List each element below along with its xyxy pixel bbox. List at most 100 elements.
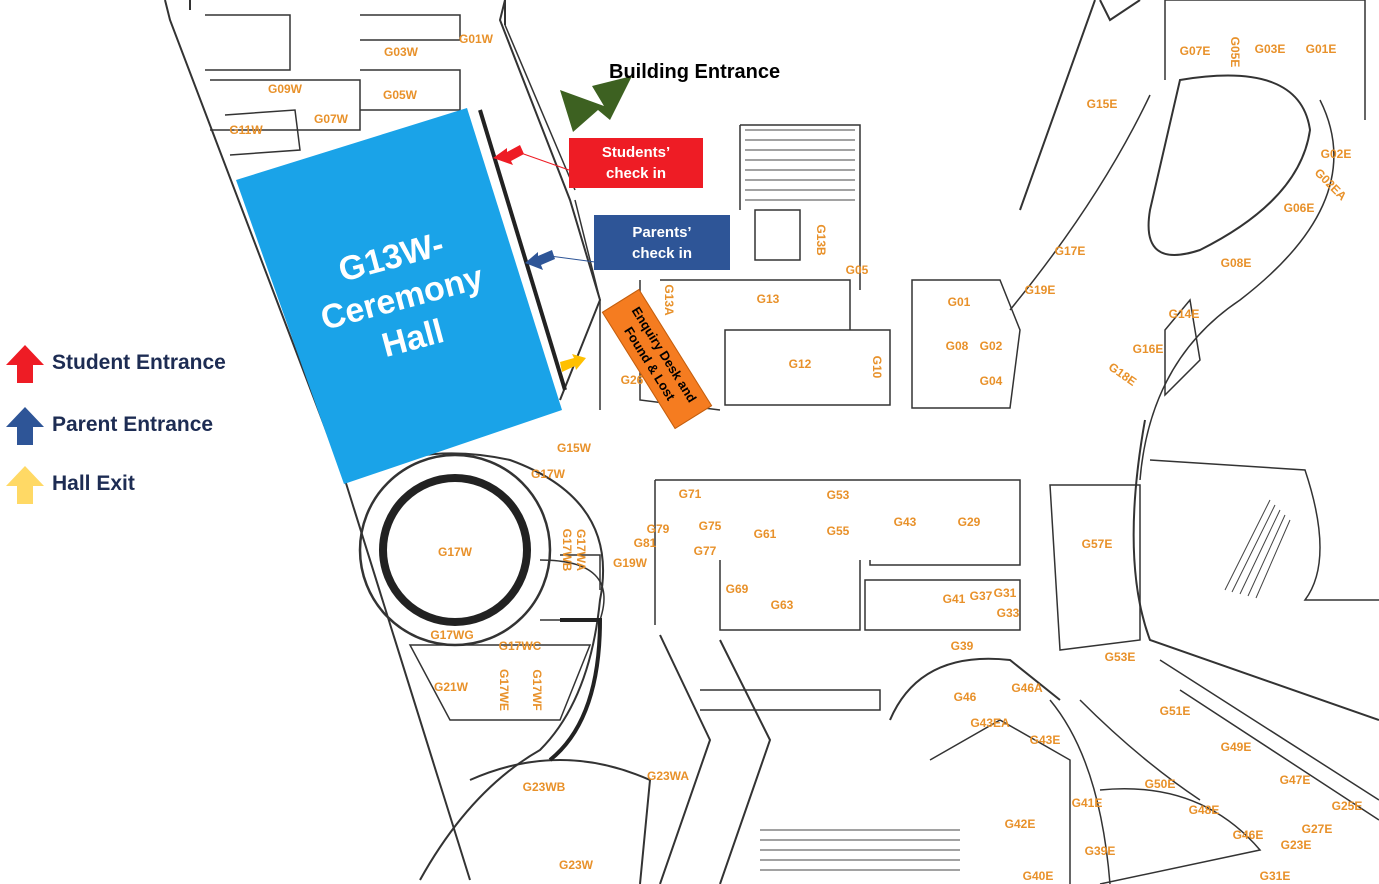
room-label-g12: G12 bbox=[789, 357, 812, 371]
room-label-g23e: G23E bbox=[1281, 838, 1312, 852]
room-label-g49e: G49E bbox=[1221, 740, 1252, 754]
room-label-g55: G55 bbox=[827, 524, 850, 538]
room-label-g03w: G03W bbox=[384, 45, 419, 59]
hall-exit-arrow bbox=[560, 354, 586, 372]
room-label-g17wa: G17WA bbox=[574, 529, 588, 571]
room-label-g51e: G51E bbox=[1160, 704, 1191, 718]
building-entrance-label: Building Entrance bbox=[609, 61, 781, 83]
room-label-g57e: G57E bbox=[1082, 537, 1113, 551]
room-label-g40e: G40E bbox=[1023, 869, 1054, 883]
room-label-g01w: G01W bbox=[459, 32, 494, 46]
room-label-g53e: G53E bbox=[1105, 650, 1136, 664]
room-label-g46: G46 bbox=[954, 690, 977, 704]
room-label-g11w: G11W bbox=[229, 123, 263, 137]
room-label-g27e: G27E bbox=[1302, 822, 1333, 836]
red-arrow-icon bbox=[6, 345, 44, 383]
legend-label: Hall Exit bbox=[52, 472, 135, 495]
parents-checkin-label: Parents’ check in bbox=[631, 223, 693, 262]
parent-checkin-pointer bbox=[549, 255, 596, 263]
room-label-g39e: G39E bbox=[1085, 844, 1116, 858]
room-label-g33: G33 bbox=[997, 606, 1020, 620]
room-label-g15e: G15E bbox=[1087, 97, 1118, 111]
room-label-g17w-auditorium: G17W bbox=[438, 545, 473, 559]
room-label-g23w: G23W bbox=[559, 858, 594, 872]
room-label-g13b: G13B bbox=[814, 224, 828, 256]
room-label-g04: G04 bbox=[980, 374, 1003, 388]
room-label-g77: G77 bbox=[694, 544, 717, 558]
room-label-g81: G81 bbox=[634, 536, 657, 550]
room-label-g41e: G41E bbox=[1072, 796, 1103, 810]
room-label-g05e: G05E bbox=[1228, 37, 1242, 68]
parents-checkin-callout: Parents’ check in bbox=[594, 215, 730, 270]
room-label-g50e: G50E bbox=[1145, 777, 1176, 791]
room-label-g17e: G17E bbox=[1055, 244, 1086, 258]
room-label-g02ea: G02EA bbox=[1312, 166, 1350, 204]
room-label-g13: G13 bbox=[757, 292, 780, 306]
room-label-g79: G79 bbox=[647, 522, 670, 536]
room-label-g39: G39 bbox=[951, 639, 974, 653]
room-label-g69: G69 bbox=[726, 582, 749, 596]
room-label-g41: G41 bbox=[943, 592, 966, 606]
room-label-g43e: G43E bbox=[1030, 733, 1061, 747]
room-label-g17w: G17W bbox=[531, 467, 566, 481]
legend-label: Parent Entrance bbox=[52, 413, 214, 436]
room-label-g13a: G13A bbox=[662, 284, 676, 316]
room-label-g01: G01 bbox=[948, 295, 971, 309]
ceremony-hall bbox=[236, 108, 562, 484]
student-checkin-pointer bbox=[517, 151, 570, 171]
room-label-g09w: G09W bbox=[268, 82, 303, 96]
room-label-g23wa: G23WA bbox=[647, 769, 689, 783]
room-label-g71: G71 bbox=[679, 487, 702, 501]
room-label-g19w: G19W bbox=[613, 556, 648, 570]
students-checkin-label: Students’ check in bbox=[601, 144, 671, 182]
room-label-g37: G37 bbox=[970, 589, 993, 603]
room-label-g15w: G15W bbox=[557, 441, 592, 455]
room-label-g75: G75 bbox=[699, 519, 722, 533]
room-label-g31e: G31E bbox=[1260, 869, 1291, 883]
building-walls bbox=[164, 0, 1379, 884]
room-label-g01e: G01E bbox=[1306, 42, 1337, 56]
student-checkin-arrow bbox=[493, 145, 524, 165]
room-label-g25e: G25E bbox=[1332, 799, 1363, 813]
room-label-g63: G63 bbox=[771, 598, 794, 612]
room-label-g31: G31 bbox=[994, 586, 1017, 600]
room-label-g17wb: G17WB bbox=[560, 529, 574, 572]
room-label-g23wb: G23WB bbox=[523, 780, 566, 794]
room-label-g43ea: G43EA bbox=[970, 716, 1010, 730]
room-label-g10: G10 bbox=[870, 356, 884, 379]
room-label-g18e: G18E bbox=[1106, 360, 1139, 389]
room-label-g48e: G48E bbox=[1189, 803, 1220, 817]
room-label-g07e: G07E bbox=[1180, 44, 1211, 58]
yellow-arrow-icon bbox=[6, 466, 44, 504]
room-label-g06e: G06E bbox=[1284, 201, 1315, 215]
room-label-g14e: G14E bbox=[1169, 307, 1200, 321]
room-label-g42e: G42E bbox=[1005, 817, 1036, 831]
room-label-g46e: G46E bbox=[1233, 828, 1264, 842]
room-label-g29: G29 bbox=[958, 515, 981, 529]
room-label-g02e: G02E bbox=[1321, 147, 1352, 161]
room-label-g05: G05 bbox=[846, 263, 869, 277]
stairs bbox=[745, 129, 1291, 871]
room-label-g07w: G07W bbox=[314, 112, 349, 126]
room-label-g17wg: G17WG bbox=[430, 628, 473, 642]
room-label-g17wc: G17WC bbox=[499, 639, 542, 653]
room-label-g05w: G05W bbox=[383, 88, 418, 102]
room-label-g17wf: G17WF bbox=[530, 669, 544, 710]
room-label-g26: G26 bbox=[621, 373, 644, 387]
room-label-g53: G53 bbox=[827, 488, 850, 502]
parent-checkin-arrow bbox=[525, 250, 555, 270]
students-checkin-callout: Students’ check in bbox=[569, 138, 703, 188]
building-entrance-arrow bbox=[560, 76, 632, 132]
room-label-g03e: G03E bbox=[1255, 42, 1286, 56]
room-label-g08e: G08E bbox=[1221, 256, 1252, 270]
room-labels: G01W G03W G05W G09W G07W G11W G07E G05E G03E G01E… bbox=[229, 32, 1362, 883]
room-label-g21w: G21W bbox=[434, 680, 469, 694]
room-label-g17we: G17WE bbox=[497, 669, 511, 711]
room-label-g16e: G16E bbox=[1133, 342, 1164, 356]
room-label-g19e: G19E bbox=[1025, 283, 1056, 297]
blue-arrow-icon bbox=[6, 407, 44, 445]
legend-label: Student Entrance bbox=[52, 351, 226, 374]
room-label-g46a: G46A bbox=[1011, 681, 1043, 695]
room-label-g08: G08 bbox=[946, 339, 969, 353]
